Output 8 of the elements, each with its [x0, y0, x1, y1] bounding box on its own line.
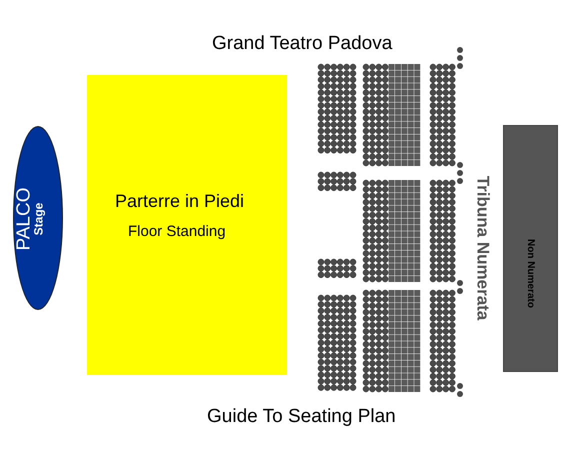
area-subtitle: Floor Standing	[128, 223, 226, 240]
caption: Guide To Seating Plan	[207, 406, 396, 428]
standing-area	[87, 75, 287, 375]
area-name: Parterre in Piedi	[115, 191, 244, 212]
section-label: Tribuna Numerata	[472, 176, 492, 320]
title: Grand Teatro Padova	[212, 33, 392, 55]
area-name: Non Numerato	[524, 238, 536, 308]
unnumbered-area	[503, 125, 558, 372]
